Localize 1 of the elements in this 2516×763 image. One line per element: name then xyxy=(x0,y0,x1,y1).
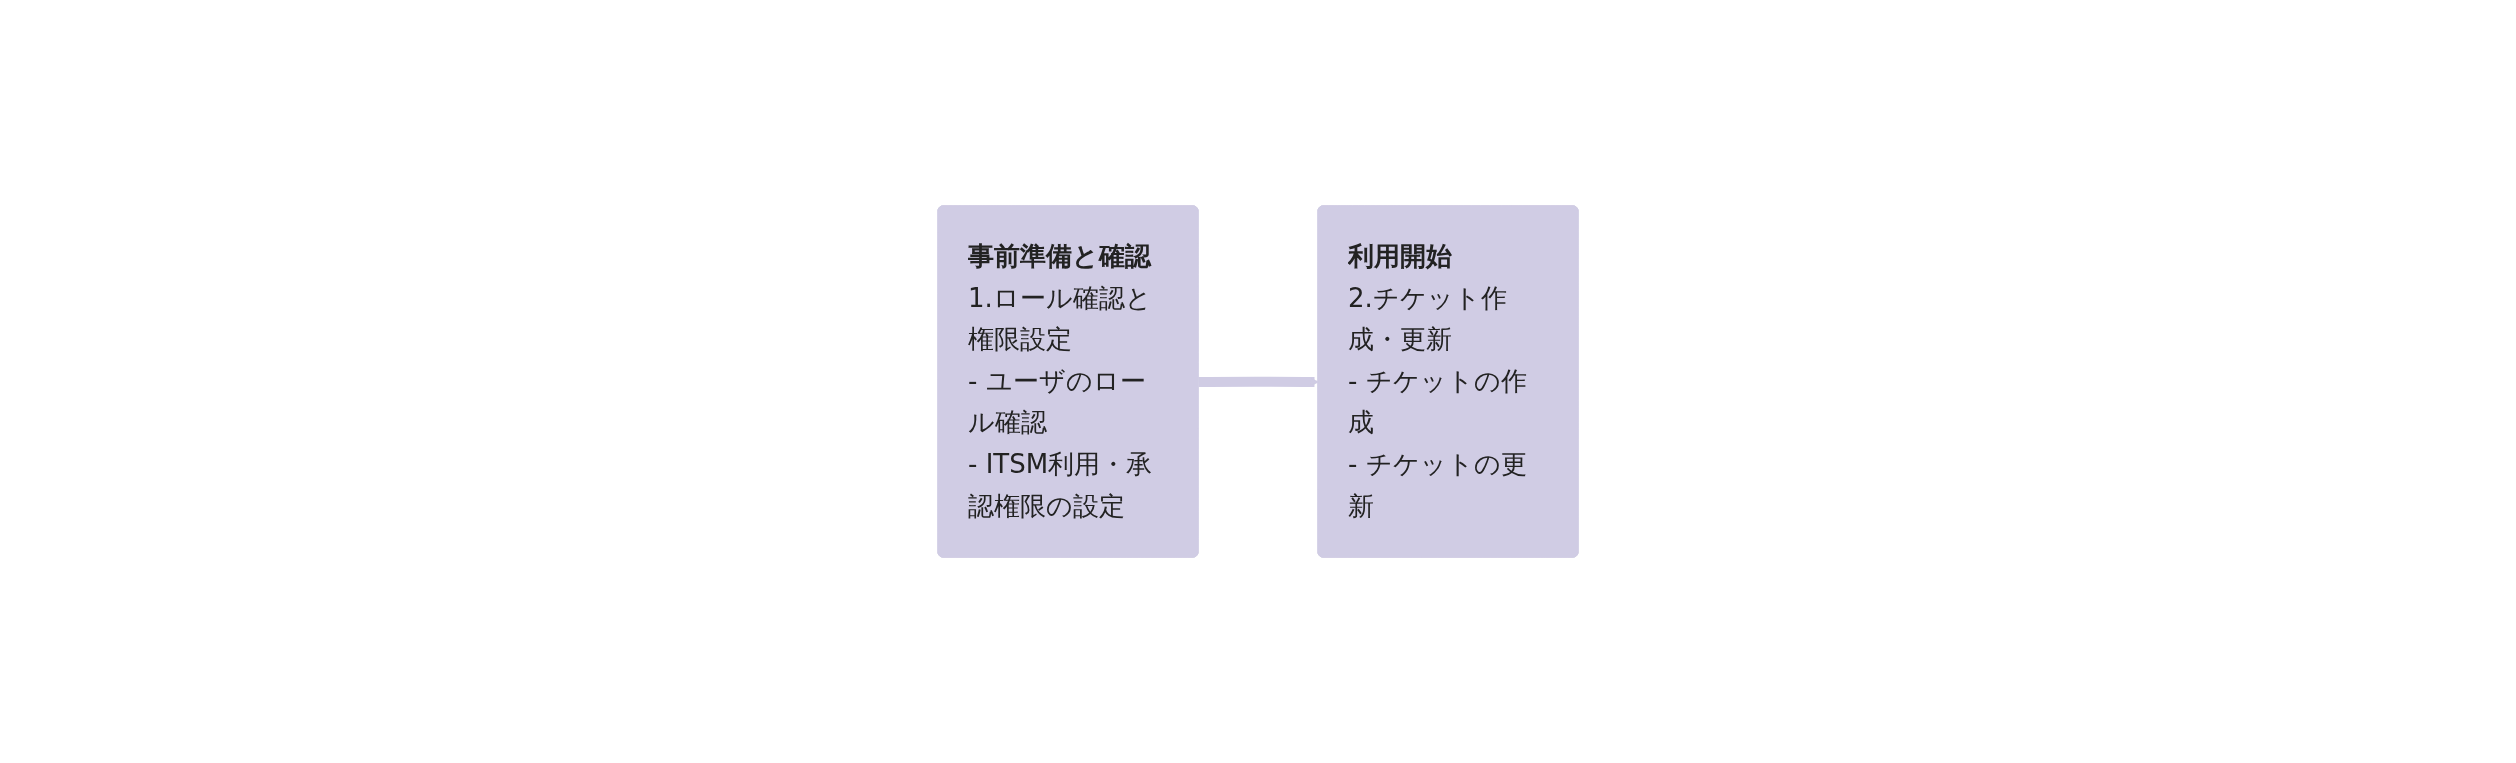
arrow xyxy=(1198,376,1319,387)
